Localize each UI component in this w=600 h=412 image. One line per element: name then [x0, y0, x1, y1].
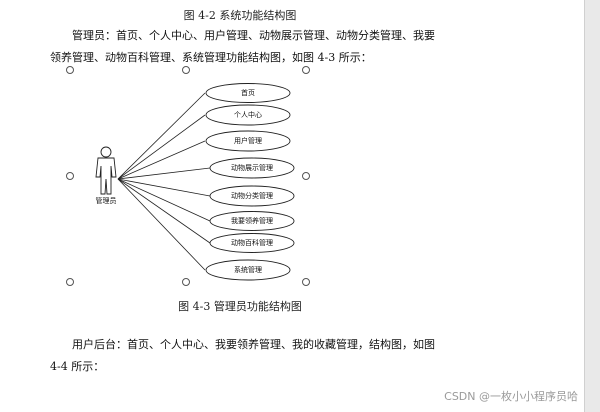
uc-ellipse-2	[205, 104, 291, 126]
csdn-watermark: CSDN @一枚小小程序员哈	[444, 390, 578, 403]
uc-label-5[interactable]: 动物分类管理	[231, 192, 273, 200]
uc-label-8[interactable]: 系统管理	[234, 266, 262, 274]
actor-head	[100, 146, 112, 158]
actor-body	[95, 157, 117, 195]
uc-ellipse-7	[209, 233, 295, 253]
uc-label-3[interactable]: 用户管理	[234, 137, 262, 145]
handle-bottom-left	[66, 278, 74, 286]
diagram-svg	[66, 66, 310, 286]
link-8	[117, 178, 206, 271]
handle-top-right	[302, 66, 310, 74]
admin-description-paragraph: 管理员：首页、个人中心、用户管理、动物展示管理、动物分类管理、我要领养管理、动物…	[50, 29, 435, 64]
link-6	[117, 178, 211, 222]
handle-bottom-right	[302, 278, 310, 286]
handle-top-left	[66, 66, 74, 74]
uc-ellipse-1	[205, 83, 291, 103]
link-3	[117, 140, 206, 180]
uc-ellipse-5	[209, 185, 295, 207]
use-case-diagram[interactable]: 首页 个人中心 用户管理 动物展示管理 动物分类管理 我要领养管理 动物百科管理…	[62, 62, 322, 292]
uc-label-1[interactable]: 首页	[241, 89, 255, 97]
user-backend-paragraph: 用户后台：首页、个人中心、我要领养管理、我的收藏管理，结构图，如图 4-4 所示…	[50, 338, 435, 373]
handle-mid-left	[66, 172, 74, 180]
link-2	[117, 114, 206, 180]
uc-ellipse-4	[209, 157, 295, 179]
handle-bottom-mid	[182, 278, 190, 286]
uc-label-7[interactable]: 动物百科管理	[231, 239, 273, 247]
uc-label-6[interactable]: 我要领养管理	[231, 217, 273, 225]
right-scroll-gutter[interactable]	[584, 0, 600, 412]
use-case-ellipses	[205, 83, 295, 281]
handle-mid-right	[302, 172, 310, 180]
uc-ellipse-8	[205, 259, 291, 281]
uc-label-2[interactable]: 个人中心	[234, 111, 262, 119]
actor-label: 管理员	[95, 197, 117, 205]
uc-ellipse-3	[205, 130, 291, 152]
handle-top-mid	[182, 66, 190, 74]
actor-figure	[95, 146, 117, 195]
uc-label-4[interactable]: 动物展示管理	[231, 164, 273, 172]
figure-caption-4-2: 图 4-2 系统功能结构图	[183, 9, 297, 22]
link-1	[117, 92, 206, 180]
link-7	[117, 178, 211, 244]
link-4	[117, 167, 211, 180]
link-5	[117, 178, 211, 197]
association-lines	[117, 92, 211, 271]
uc-ellipse-6	[209, 211, 295, 231]
figure-caption-4-3: 图 4-3 管理员功能结构图	[178, 300, 302, 313]
selection-handles	[66, 66, 310, 286]
